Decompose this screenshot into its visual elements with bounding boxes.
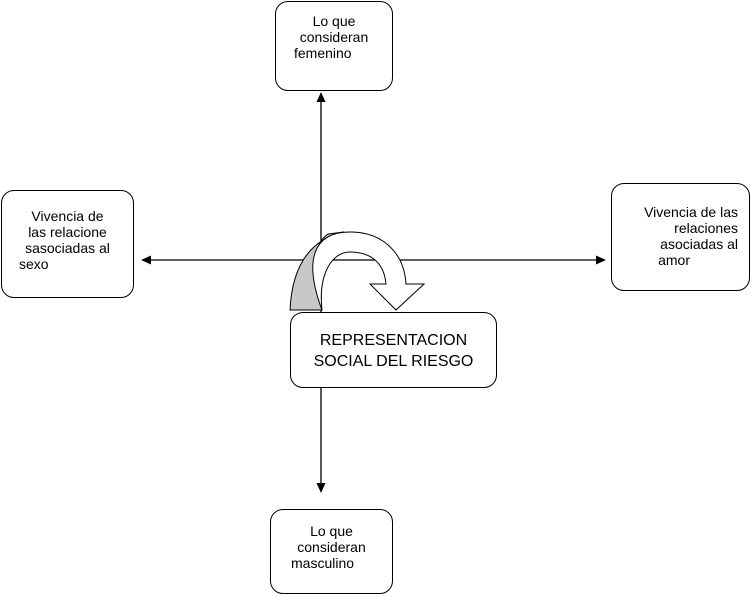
- bottom-node-text-line: masculino: [291, 555, 355, 571]
- top-node-text-line: Lo que: [312, 13, 356, 29]
- bottom-node-text-line: consideran: [297, 539, 366, 555]
- top-node-box: Lo que consideran femenino: [275, 1, 393, 91]
- center-node-text-line: SOCIAL DEL RIESGO: [313, 353, 474, 370]
- center-node-box: REPRESENTACION SOCIAL DEL RIESGO: [290, 312, 497, 388]
- right-node-text-line: asociadas al: [660, 236, 738, 252]
- curved-arrow-front: [312, 231, 426, 311]
- left-node-text-line: Vivencia de: [31, 208, 104, 224]
- right-node-box: Vivencia de las relaciones asociadas al …: [611, 183, 750, 291]
- arrowhead-up: [316, 92, 326, 102]
- left-node-text-line: sasociadas al: [25, 240, 110, 256]
- bottom-node-box: Lo que consideran masculino: [270, 509, 393, 594]
- right-node-text-line: Vivencia de las: [644, 204, 738, 220]
- center-node-text-line: REPRESENTACION: [319, 332, 468, 349]
- arrowhead-left: [141, 255, 151, 265]
- bottom-node-text-line: Lo que: [310, 523, 353, 539]
- right-node-text-line: relaciones: [674, 220, 738, 236]
- left-node-text-line: las relacione: [28, 224, 107, 240]
- arrowhead-right: [596, 255, 606, 265]
- left-node-box: Vivencia de las relacione sasociadas al …: [1, 190, 134, 298]
- top-node-text-line: consideran: [299, 29, 369, 45]
- top-node-text-line: femenino: [294, 45, 352, 61]
- arrowhead-down: [316, 483, 326, 493]
- left-node-text-line: sexo: [19, 256, 49, 272]
- right-node-text-line: amor: [658, 252, 690, 268]
